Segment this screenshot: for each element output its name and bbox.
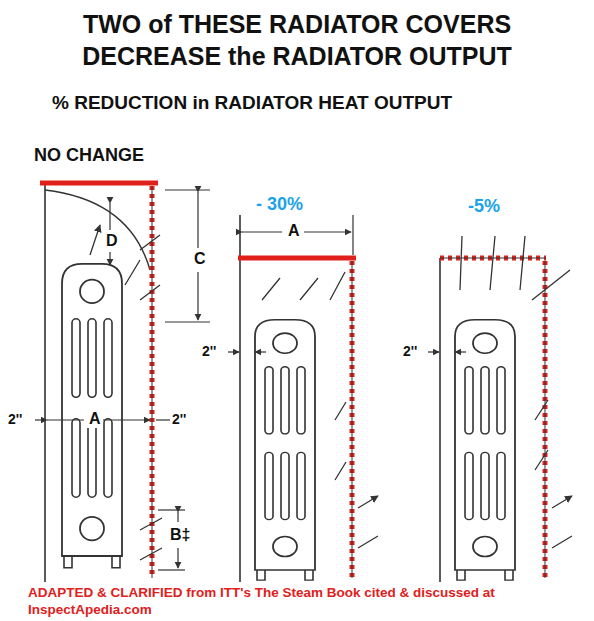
wall-line: [439, 258, 441, 582]
dimension-letter: D: [104, 232, 120, 250]
dimension-line: [158, 569, 185, 570]
heat-flow-arrows: [262, 272, 378, 548]
heat-flow-arrows: [460, 236, 572, 548]
wall-line: [44, 183, 46, 582]
dimension-value: 2'': [8, 411, 22, 427]
result-label: - 30%: [256, 194, 303, 215]
dimension-line: [47, 419, 84, 420]
dimension-value: 2'': [172, 411, 186, 427]
cover-front-grille: [150, 186, 155, 578]
subtitle: % REDUCTION in RADIATOR HEAT OUTPUT: [52, 92, 452, 114]
dimension-line: [255, 351, 266, 352]
dimension-line: [165, 321, 210, 322]
dimension-line: [177, 512, 178, 522]
dimension-line: [109, 252, 110, 265]
cover-top-solid: [40, 181, 158, 186]
dimension-line: [156, 419, 170, 420]
dimension-line: [197, 272, 198, 320]
dimension-line: [100, 419, 150, 420]
dimension-letter: C: [192, 250, 208, 268]
cover-front-line: [545, 261, 546, 578]
dimension-line: [242, 231, 282, 232]
dimension-line: [165, 189, 210, 190]
heat-flow-arrows: [90, 225, 162, 560]
result-label: NO CHANGE: [34, 145, 144, 166]
cover-front-line: [352, 261, 353, 578]
dimension-line: [455, 351, 466, 352]
source-caption: ADAPTED & CLARIFIED from ITT's The Steam…: [28, 584, 576, 618]
cover-front-grille: [350, 261, 355, 578]
cover-top-solid: [238, 256, 356, 261]
dimension-line: [35, 419, 44, 420]
radiator-symbol: [455, 320, 515, 580]
radiator-symbol: [62, 264, 122, 568]
figure-no-change: [35, 183, 210, 582]
dimension-letter: A: [286, 222, 302, 240]
airflow-curve: [45, 190, 150, 270]
dimension-line: [177, 548, 178, 568]
dimension-value: 2'': [202, 343, 216, 359]
dimension-line: [428, 351, 439, 352]
dimension-line: [197, 192, 198, 248]
dimension-letter: B‡: [168, 526, 192, 544]
dimension-line: [109, 203, 110, 230]
diagram-title: TWO of THESE RADIATOR COVERS DECREASE th…: [20, 8, 574, 72]
dimension-line: [352, 215, 353, 255]
dimension-letter: A: [87, 410, 103, 428]
dimension-line: [304, 231, 351, 232]
dimension-line: [158, 509, 185, 510]
cover-front-line: [152, 186, 153, 578]
wall-line: [239, 215, 241, 582]
figure-minus-5: [428, 236, 572, 582]
radiator-symbol: [255, 320, 315, 580]
dimension-line: [228, 351, 239, 352]
dimension-value: 2'': [403, 343, 417, 359]
cover-front-grille: [543, 261, 548, 578]
figure-minus-30: [228, 215, 378, 582]
result-label: -5%: [468, 196, 500, 217]
